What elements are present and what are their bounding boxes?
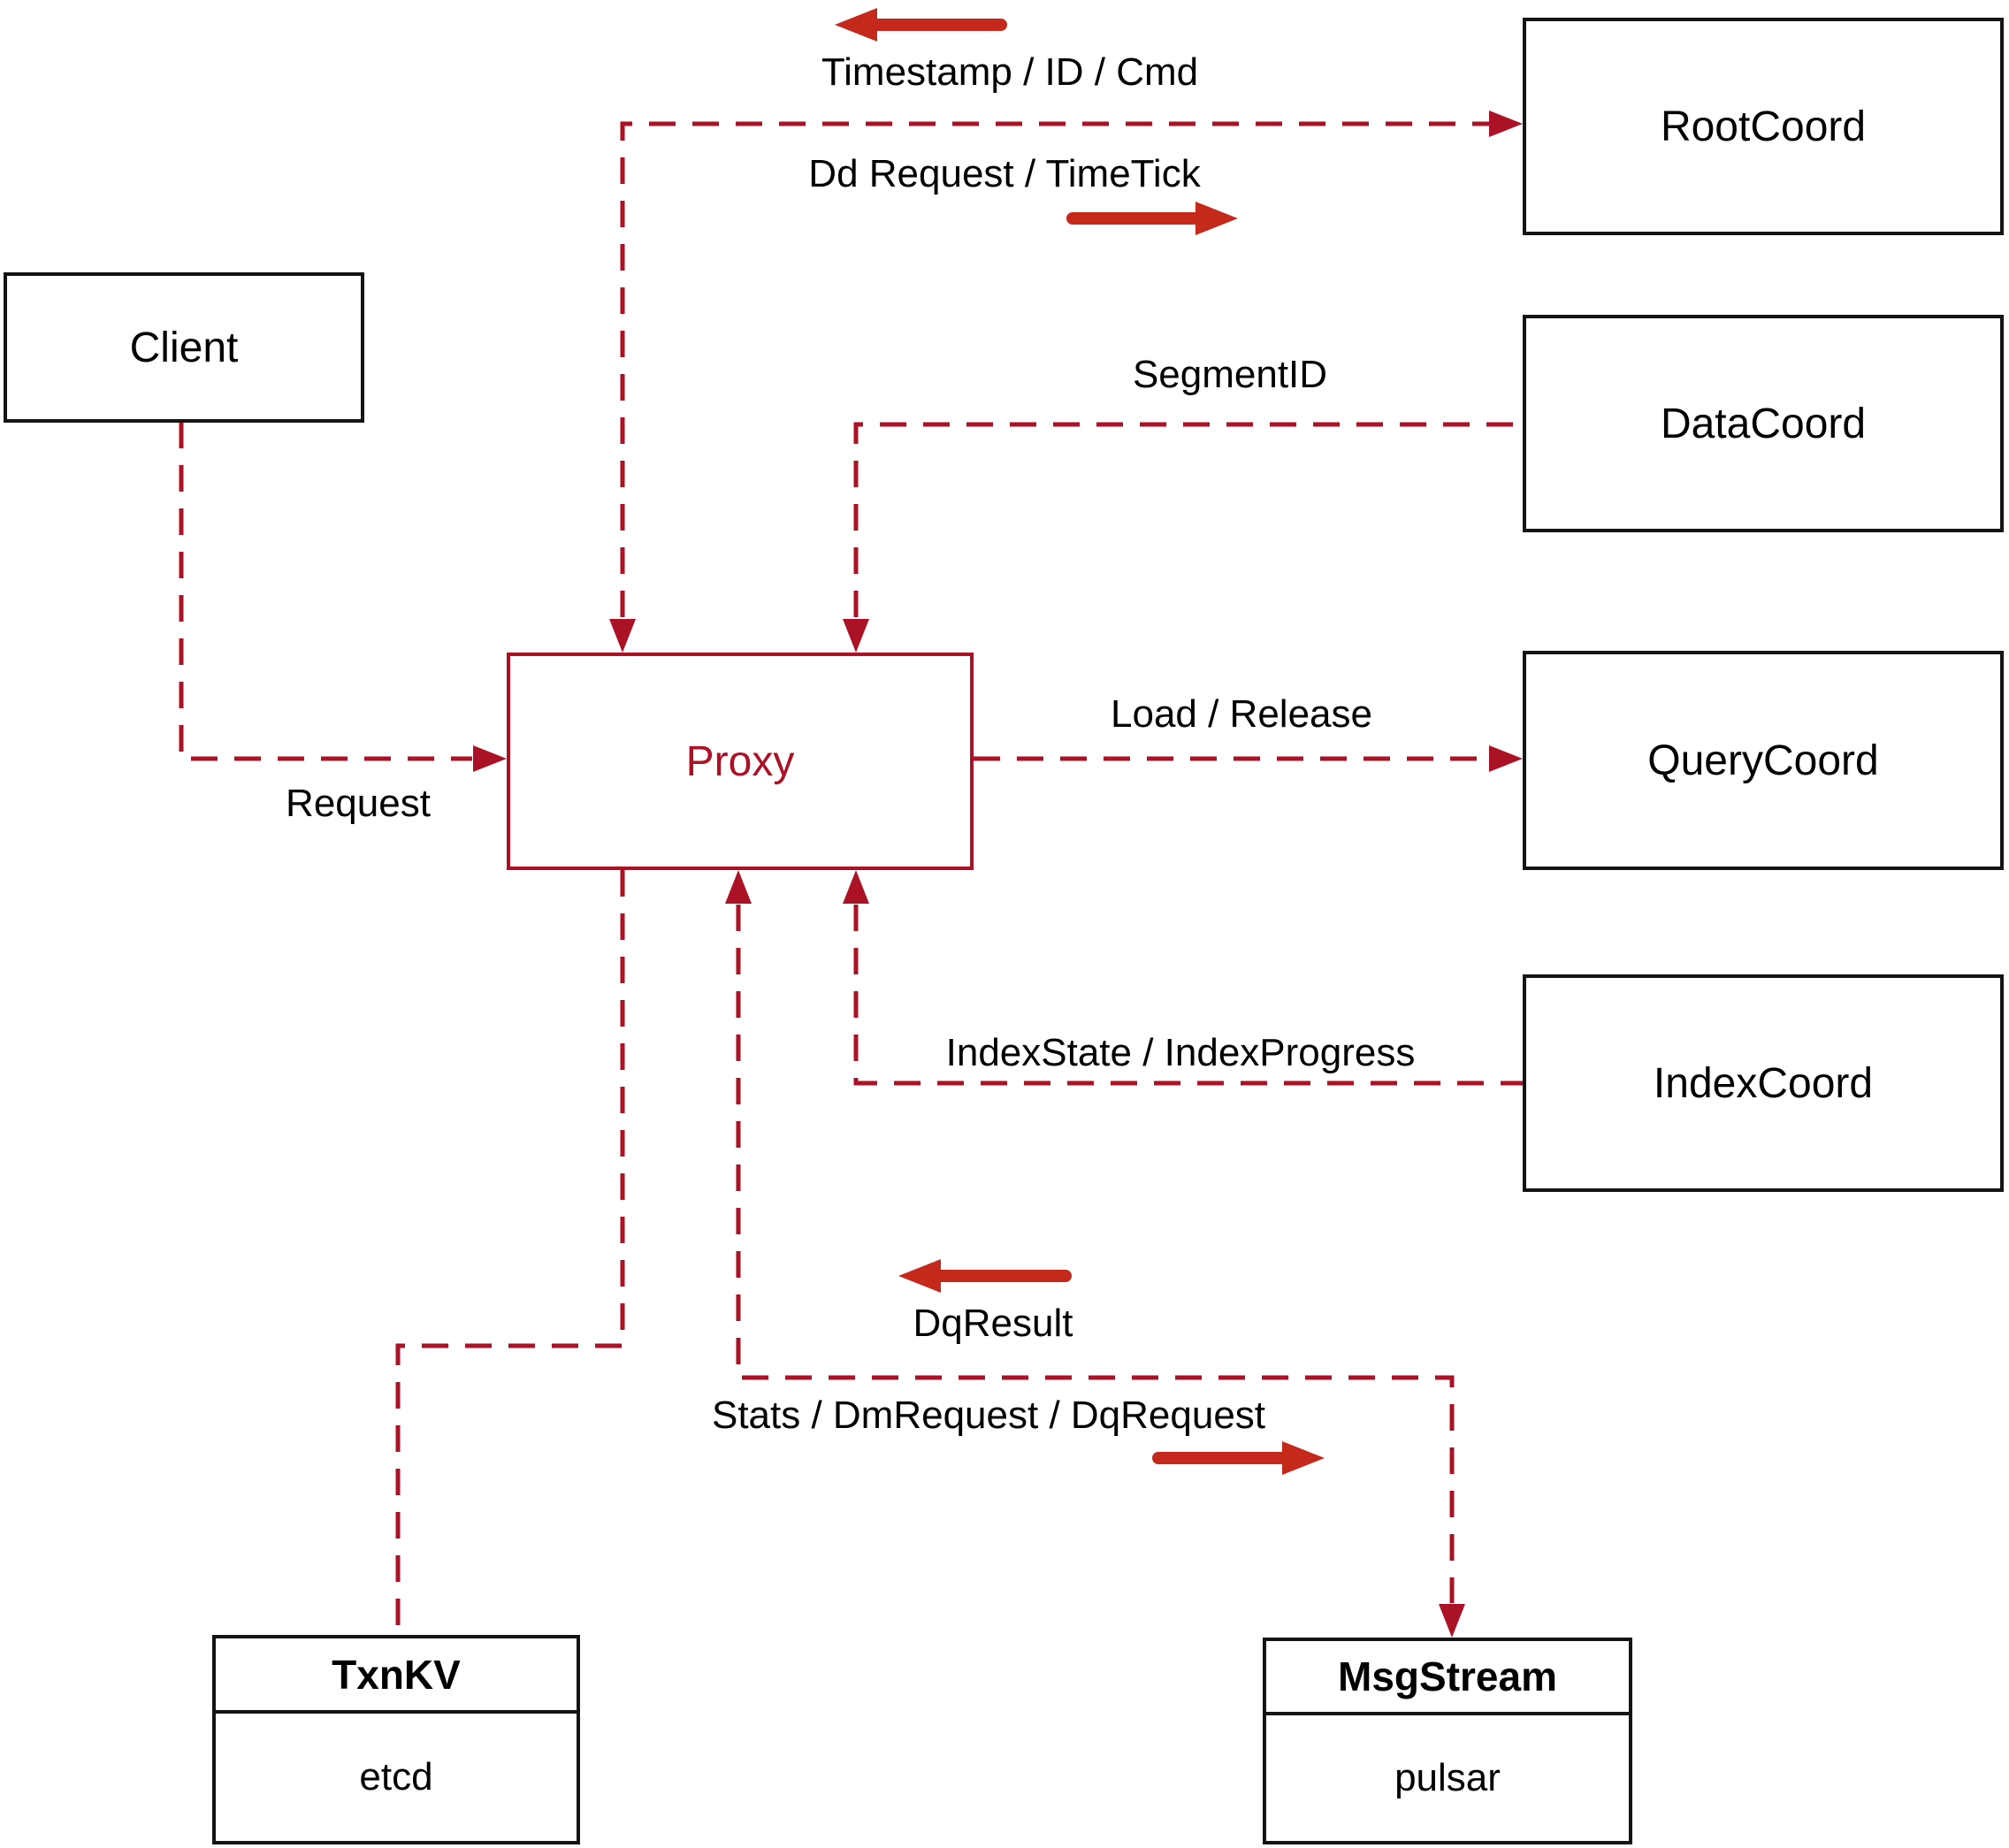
arrowhead-into-msgstream [1439, 1604, 1465, 1638]
node-rootcoord-label: RootCoord [1660, 103, 1867, 150]
edge-label-indexstate-indexprogress: IndexState / IndexProgress [945, 1031, 1416, 1074]
node-datacoord: DataCoord [1523, 315, 2004, 532]
node-msgstream-subtitle: pulsar [1394, 1756, 1501, 1799]
edge-label-timestamp-id-cmd: Timestamp / ID / Cmd [821, 50, 1199, 94]
edge-label-dqresult: DqResult [913, 1302, 1073, 1345]
arrowhead-into-proxy-top-left [609, 619, 636, 653]
arrowhead-into-proxy-left [473, 745, 507, 772]
node-txnkv-subtitle: etcd [359, 1755, 433, 1798]
edge-indexcoord-proxy-line [853, 905, 1523, 1086]
node-indexcoord-label: IndexCoord [1653, 1059, 1874, 1107]
edge-proxy-rootcoord-line [620, 121, 1489, 617]
node-indexcoord: IndexCoord [1523, 974, 2004, 1192]
node-querycoord-label: QueryCoord [1647, 737, 1879, 784]
edge-client-proxy-line [179, 422, 472, 761]
direction-arrow-right-ddrequest [1066, 202, 1238, 235]
edge-label-load-release: Load / Release [1111, 692, 1372, 736]
edge-proxy-txnkv-line [395, 870, 625, 1635]
node-querycoord: QueryCoord [1523, 651, 2004, 870]
edge-proxy-msgstream-line [736, 905, 1455, 1603]
node-proxy: Proxy [507, 653, 974, 870]
edge-label-stats-dmrequest-dqrequest: Stats / DmRequest / DqRequest [711, 1394, 1266, 1437]
edge-label-segmentid: SegmentID [1132, 353, 1328, 396]
node-msgstream: MsgStream pulsar [1263, 1638, 1632, 1844]
node-client-label: Client [129, 324, 239, 371]
node-txnkv-title: TxnKV [216, 1638, 577, 1714]
node-msgstream-title: MsgStream [1266, 1641, 1629, 1715]
direction-arrow-left-timestamp [835, 8, 1007, 42]
arrowhead-into-proxy-top-right [843, 619, 869, 653]
node-datacoord-label: DataCoord [1660, 400, 1867, 447]
direction-arrow-right-stats [1152, 1441, 1325, 1475]
edge-label-request: Request [286, 782, 431, 825]
edge-label-dd-request-timetick: Dd Request / TimeTick [808, 152, 1201, 195]
edge-datacoord-proxy-line [853, 422, 1523, 617]
arrowhead-into-querycoord [1489, 745, 1523, 772]
direction-arrow-left-dqresult [898, 1259, 1072, 1293]
arrowhead-into-proxy-bottom-mid [725, 870, 752, 904]
node-client: Client [4, 272, 364, 423]
arrowhead-into-proxy-bottom-right [843, 870, 869, 904]
arrowhead-into-rootcoord [1489, 111, 1523, 137]
node-rootcoord: RootCoord [1523, 18, 2004, 235]
node-proxy-label: Proxy [685, 737, 795, 785]
node-txnkv: TxnKV etcd [212, 1635, 580, 1844]
